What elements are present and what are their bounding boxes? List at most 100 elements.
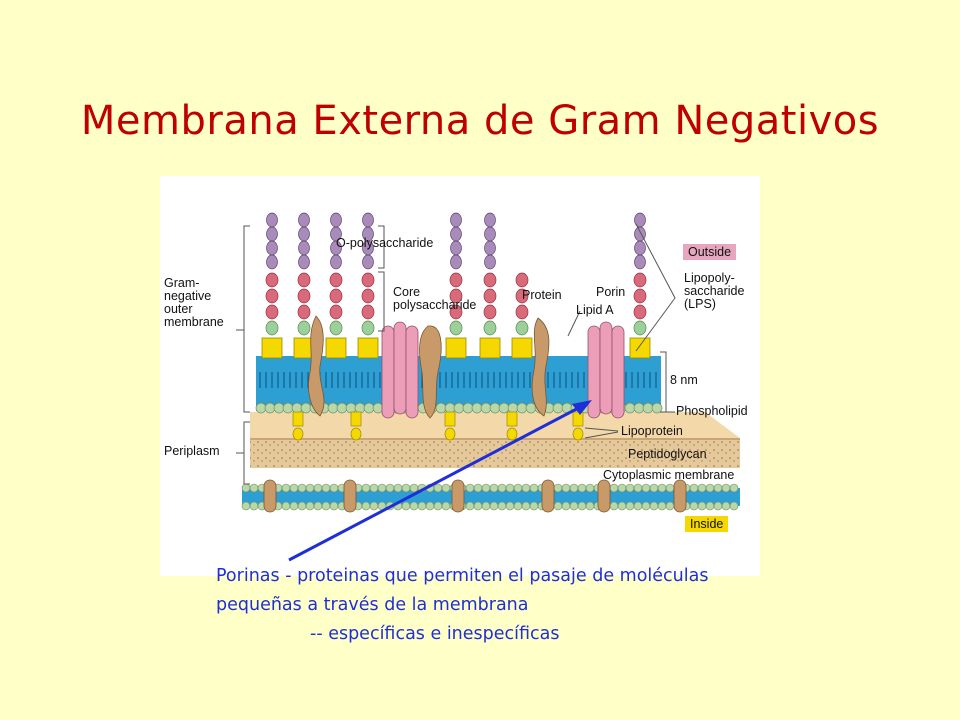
lipoprotein-anchor: [292, 411, 304, 427]
label-8nm: 8 nm: [670, 373, 698, 387]
cyto-head-bottom: [721, 501, 731, 511]
o-antigen-sugar: [362, 212, 374, 228]
cyto-head-bottom: [577, 501, 587, 511]
cyto-head-bottom: [417, 501, 427, 511]
o-antigen-sugar: [450, 226, 462, 242]
lipid-a-block: [261, 337, 283, 359]
phospholipid-head: [489, 402, 501, 414]
cyto-head-bottom: [305, 501, 315, 511]
core-sugar: [361, 288, 375, 304]
o-antigen-sugar: [330, 254, 342, 270]
phospholipid-head: [561, 402, 573, 414]
caption-line-3: -- específicas e inespecíficas: [310, 624, 560, 644]
phospholipid-head: [624, 402, 636, 414]
o-antigen-sugar: [330, 212, 342, 228]
porin-subunit: [611, 325, 625, 419]
phospholipid-head: [453, 402, 465, 414]
cyto-head-bottom: [633, 501, 643, 511]
label-periplasm: Periplasm: [164, 444, 220, 458]
label-peptidoglycan: Peptidoglycan: [628, 447, 707, 461]
cyto-head-bottom: [289, 501, 299, 511]
cyto-head-bottom: [369, 501, 379, 511]
label-o-polysaccharide: O-polysaccharide: [336, 236, 434, 250]
phospholipid-head: [273, 402, 285, 414]
phospholipid-head: [282, 402, 294, 414]
label-lps: Lipopoly- saccharide (LPS): [684, 271, 745, 311]
caption-line-1: Porinas - proteinas que permiten el pasa…: [216, 566, 709, 586]
cyto-head-top: [577, 483, 587, 493]
phospholipid-head: [507, 402, 519, 414]
cyto-head-top: [425, 483, 435, 493]
cyto-head-top: [633, 483, 643, 493]
cyto-head-bottom: [377, 501, 387, 511]
phospholipid-head: [264, 402, 276, 414]
o-antigen-sugar: [266, 254, 278, 270]
phospholipid-head: [480, 402, 492, 414]
core-sugar: [297, 288, 311, 304]
cyto-head-top: [529, 483, 539, 493]
phospholipid-head: [471, 402, 483, 414]
cyto-head-bottom: [473, 501, 483, 511]
cyto-head-top: [385, 483, 395, 493]
phospholipid-head: [300, 402, 312, 414]
cytoplasmic-protein: [673, 479, 687, 513]
core-sugar: [361, 272, 375, 288]
core-sugar: [329, 288, 343, 304]
core-bracket: [378, 271, 385, 332]
cyto-head-top: [321, 483, 331, 493]
lipid-a-block: [445, 337, 467, 359]
porin-subunit: [599, 321, 613, 415]
cyto-head-bottom: [649, 501, 659, 511]
label-lipoprotein: Lipoprotein: [621, 424, 683, 438]
cyto-head-bottom: [489, 501, 499, 511]
cyto-head-top: [241, 483, 251, 493]
o-antigen-sugar: [484, 240, 496, 256]
core-sugar: [361, 320, 375, 336]
cyto-head-top: [713, 483, 723, 493]
lipoprotein-anchor: [444, 427, 456, 441]
lipoprotein-anchor: [506, 427, 518, 441]
core-sugar: [449, 304, 463, 320]
core-sugar: [297, 272, 311, 288]
cyto-head-bottom: [625, 501, 635, 511]
cyto-head-top: [305, 483, 315, 493]
core-sugar: [449, 272, 463, 288]
cyto-head-top: [657, 483, 667, 493]
cyto-head-top: [249, 483, 259, 493]
cyto-head-bottom: [561, 501, 571, 511]
phospholipid-head: [435, 402, 447, 414]
o-antigen-sugar: [634, 240, 646, 256]
inside-key: Inside: [685, 516, 729, 532]
cyto-head-top: [441, 483, 451, 493]
porin-subunit: [381, 325, 395, 419]
phospholipid-head: [525, 402, 537, 414]
phospholipid-head: [498, 402, 510, 414]
cyto-head-bottom: [689, 501, 699, 511]
cyto-head-bottom: [513, 501, 523, 511]
phospholipid-head: [651, 402, 663, 414]
cyto-head-top: [649, 483, 659, 493]
core-sugar: [483, 288, 497, 304]
cyto-head-top: [473, 483, 483, 493]
cyto-head-top: [609, 483, 619, 493]
lipoprotein-leader-2: [584, 431, 619, 439]
cytoplasmic-protein: [263, 479, 277, 513]
cyto-head-top: [729, 483, 739, 493]
lipid-a-leader: [567, 310, 581, 337]
lipid-a-block: [357, 337, 379, 359]
cyto-head-bottom: [729, 501, 739, 511]
cyto-head-top: [361, 483, 371, 493]
cyto-head-bottom: [385, 501, 395, 511]
lipoprotein-anchor: [572, 427, 584, 441]
lipoprotein-anchor: [350, 427, 362, 441]
cyto-head-top: [625, 483, 635, 493]
o-antigen-sugar: [266, 240, 278, 256]
o-antigen-sugar: [298, 240, 310, 256]
cyto-head-top: [553, 483, 563, 493]
cytoplasmic-protein: [597, 479, 611, 513]
core-sugar: [265, 320, 279, 336]
o-antigen-sugar: [450, 240, 462, 256]
lipoprotein-anchor: [572, 411, 584, 427]
phospholipid-head: [444, 402, 456, 414]
cyto-head-top: [281, 483, 291, 493]
